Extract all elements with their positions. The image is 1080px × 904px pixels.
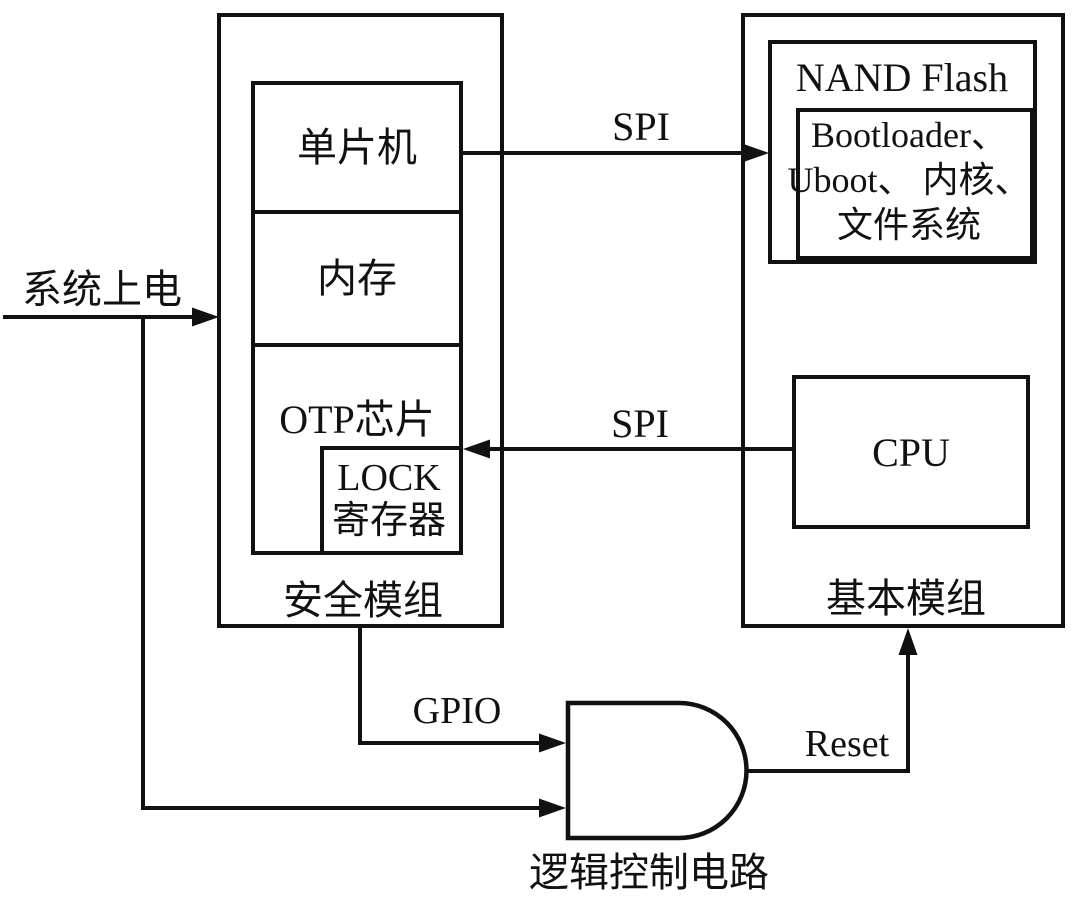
nand-contents-line3: 文件系统 [837,205,981,245]
basic-module-title: 基本模组 [826,576,986,621]
lock-register-box [320,446,463,555]
power-branch-arrowhead [539,798,566,818]
reset-line [745,651,910,773]
gpio-arrowhead [539,733,566,753]
power-branch-line [141,317,541,810]
memory-box [251,210,463,347]
mcu-label: 单片机 [297,125,417,170]
and-gate-shape [565,700,749,841]
otp-chip-label: OTP芯片 [279,397,435,442]
nand-contents-line1: Bootloader、 [811,115,1007,155]
gpio-label: GPIO [413,690,502,732]
nand-contents-line2: Uboot、 内核、 [787,160,1030,200]
nand-flash-title: NAND Flash [796,55,1008,100]
security-module-title: 安全模组 [283,578,443,623]
memory-label: 内存 [317,256,397,301]
power-on-arrowhead [192,307,219,327]
reset-label: Reset [805,723,890,765]
cpu-label: CPU [872,430,950,475]
lock-register-label-line2: 寄存器 [332,500,446,542]
power-on-label: 系统上电 [22,267,182,312]
nand-contents-box [796,108,1034,260]
logic-control-circuit-label: 逻辑控制电路 [529,850,769,895]
gpio-line [358,624,541,745]
reset-arrowhead [898,628,918,655]
spi-top-arrowhead [742,143,769,163]
spi-mid-label: SPI [611,401,669,446]
spi-top-label: SPI [612,104,670,149]
spi-mid-arrowhead [463,439,490,459]
lock-register-label-line1: LOCK [337,457,441,499]
cpu-box [792,375,1030,529]
